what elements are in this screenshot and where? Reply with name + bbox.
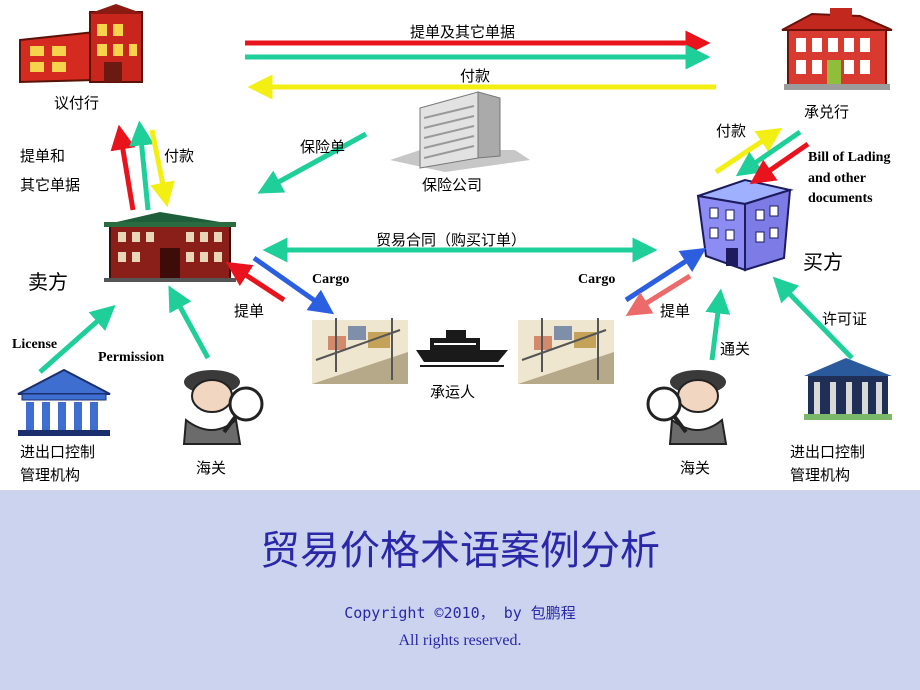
arrow-bl-from-buyer [625,273,692,316]
rights-line: All rights reserved. [398,632,522,649]
arrow-red-up [110,124,136,211]
arrow-customs-clear [705,288,731,361]
label-top-pay: 付款 [460,67,491,85]
insurance-company-icon [390,91,530,172]
customs-inspector-left-icon [182,370,264,445]
label-seller-bank-pay: 付款 [164,147,195,165]
arrow-docs-to-buyer-red [749,141,810,185]
buyer-building-icon [696,178,794,272]
trade-flow-diagram [17,4,893,445]
accepting-bank-icon [781,8,893,90]
label-permission: Permission [98,350,165,365]
label-seller: 卖方 [28,270,68,294]
label-top-docs: 提单及其它单据 [410,23,516,41]
label-accepting-bank: 承兑行 [804,103,850,121]
seller-bank-arrows [110,120,175,211]
label-carrier: 承运人 [430,383,476,401]
ship-icon [416,330,508,367]
arrow-license [38,305,116,374]
label-insurance-doc: 保险单 [300,138,346,156]
buyer-bank-arrows [714,127,810,185]
label-seller-bank-docs-1: 提单和 [20,147,66,165]
arrow-import-license [772,276,854,360]
arrow-insurance-policy [257,131,368,194]
label-cargo-left: Cargo [312,272,350,287]
authority-left-icon [17,368,111,436]
port-right-icon [518,318,614,384]
label-authority-left-2: 管理机构 [20,466,81,484]
label-customs-clear: 通关 [720,340,751,358]
label-customs-left: 海关 [196,459,227,477]
title-footer: 贸易价格术语案例分析 Copyright ©2010， by 包鹏程 All r… [0,490,920,690]
label-bl-left: 提单 [234,302,265,320]
label-authority-right-1: 进出口控制 [790,443,866,461]
label-bill-of-lading-1: Bill of Lading [808,150,891,165]
authority-right-icon [804,358,892,420]
arrow-cargo-to-buyer [624,247,707,303]
label-negotiating-bank: 议付行 [54,94,100,112]
arrow-permission [168,285,211,360]
label-insurance-company: 保险公司 [422,176,483,194]
arrow-cargo-to-port-left [252,255,335,315]
seller-building-icon [104,212,236,282]
label-authority-left-1: 进出口控制 [20,443,96,461]
label-bill-of-lading-3: documents [808,191,873,206]
label-buyer-pay: 付款 [716,122,747,140]
label-bl-right: 提单 [660,302,691,320]
label-authority-right-2: 管理机构 [790,466,851,484]
slide-title: 贸易价格术语案例分析 [260,528,660,574]
negotiating-bank-icon [19,4,144,84]
arrow-bl-to-seller [225,261,286,303]
label-buyer: 买方 [803,250,843,274]
label-cargo-right: Cargo [578,272,616,287]
arrow-yellow-down [149,129,175,208]
customs-inspector-right-icon [646,370,728,445]
label-bill-of-lading-2: and other [808,171,866,186]
label-import-license: 许可证 [822,310,868,328]
label-seller-bank-docs-2: 其它单据 [20,176,81,194]
copyright-line: Copyright ©2010， by 包鹏程 [344,604,576,622]
label-customs-right: 海关 [680,459,711,477]
bank-arrows [245,30,716,100]
label-license: License [12,337,58,352]
label-contract: 贸易合同（购买订单） [376,231,527,249]
arrow-green-up [129,120,155,211]
port-left-icon [312,318,408,384]
